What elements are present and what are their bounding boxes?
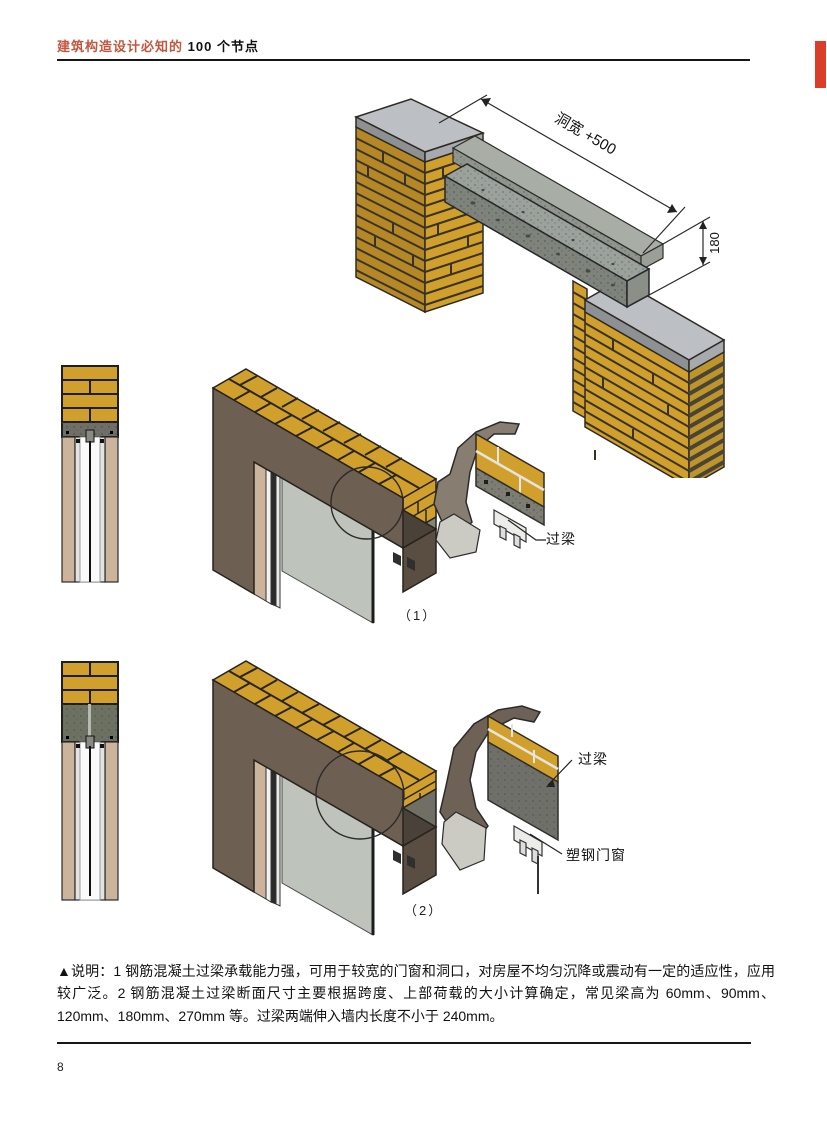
strip2-bricks: [61, 661, 119, 705]
detail1-leader-line: [507, 519, 546, 541]
detail1-plaster: [435, 513, 481, 559]
header-series-black: 100 个节点: [187, 39, 259, 54]
left-brick-pier: [354, 98, 486, 314]
label-lintel-2: 过梁: [578, 751, 608, 767]
page-number: 8: [57, 1060, 64, 1074]
lintel-detail-1: [433, 421, 546, 559]
label-window-2: 塑钢门窗: [566, 847, 626, 863]
dim-height-label: 180: [707, 232, 722, 254]
fig1-detail-circle: [330, 466, 404, 540]
wall-corner-figure-1: [211, 368, 438, 624]
fig2-detail-circle: [315, 750, 405, 840]
dim-span-label: 洞宽 +500: [552, 110, 619, 159]
footer-rule: [57, 1042, 751, 1044]
overview-isometric-figure: 洞宽 +500 180: [354, 94, 726, 478]
jamb-plan-section-1: [61, 365, 119, 583]
detail2-plaster: [441, 811, 487, 871]
notes-paragraph: ▲说明：1 钢筋混凝土过梁承载能力强，可用于较宽的门窗和洞口，对房屋不均匀沉降或…: [57, 963, 775, 1024]
strip1-bricks: [61, 365, 119, 423]
detail1-wall-cut: [433, 421, 521, 535]
detail1-frame-profile: [493, 508, 527, 549]
outer-lintel-beam: [443, 163, 651, 309]
header-rule: [57, 59, 750, 61]
figure1-caption: （1）: [398, 608, 438, 623]
fig1-door-frame: [253, 461, 281, 609]
jamb-plan-section-2: [61, 661, 119, 901]
strip2-frame: [61, 735, 119, 901]
detail2-frame-profile: [513, 824, 543, 894]
fig2-door-frame: [253, 759, 281, 907]
detail1-lintel-band: [475, 466, 545, 527]
wall-corner-figure-2: [211, 660, 438, 936]
detail2-leader-lines: [529, 759, 573, 855]
figure2-caption: （2）: [404, 903, 444, 918]
header-series-red: 建筑构造设计必知的: [57, 39, 184, 54]
lintel-detail-2: [439, 705, 573, 894]
page-edge-tab: [815, 41, 826, 88]
fig2-frame-profiles: [393, 850, 415, 869]
page-header: 建筑构造设计必知的 100 个节点: [57, 36, 259, 55]
dimension-lines: [438, 94, 711, 308]
fig1-frame-profiles: [393, 552, 415, 571]
fig2-wall-front-face: [212, 678, 404, 894]
label-lintel-1: 过梁: [546, 531, 576, 547]
strip1-frame: [61, 429, 119, 583]
detail2-lintel-block: [487, 740, 559, 842]
